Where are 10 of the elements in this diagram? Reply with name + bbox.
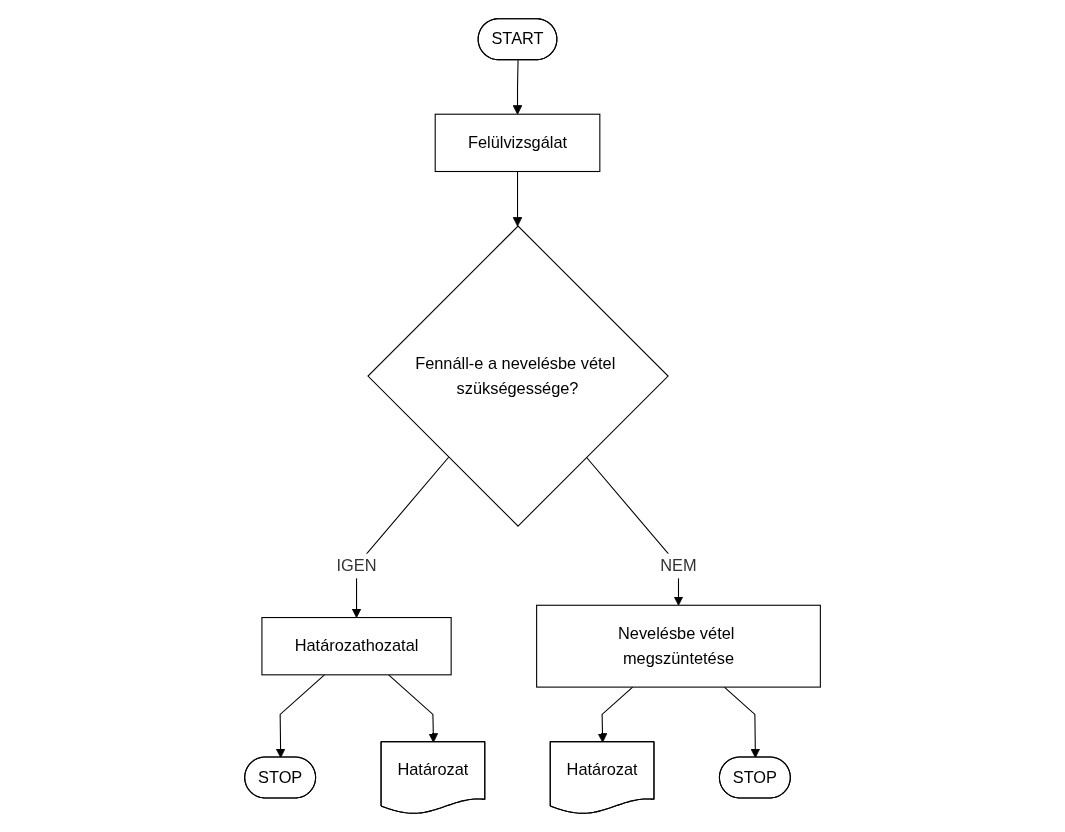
- edge-label: IGEN: [336, 555, 377, 575]
- node-box: Nevelésbe vétel megszüntetése: [536, 604, 821, 688]
- arrow: [512, 59, 523, 115]
- arrow: [275, 674, 325, 758]
- node-box: Felülvizsgálat: [434, 113, 601, 173]
- node-box: Határozathozatal: [261, 617, 452, 676]
- edge-label: NEM: [660, 555, 697, 575]
- node-diamond: Fennáll-e a nevelésbe vétel szükségessége?: [367, 225, 669, 527]
- arrow: [723, 686, 761, 758]
- arrow: [512, 170, 523, 227]
